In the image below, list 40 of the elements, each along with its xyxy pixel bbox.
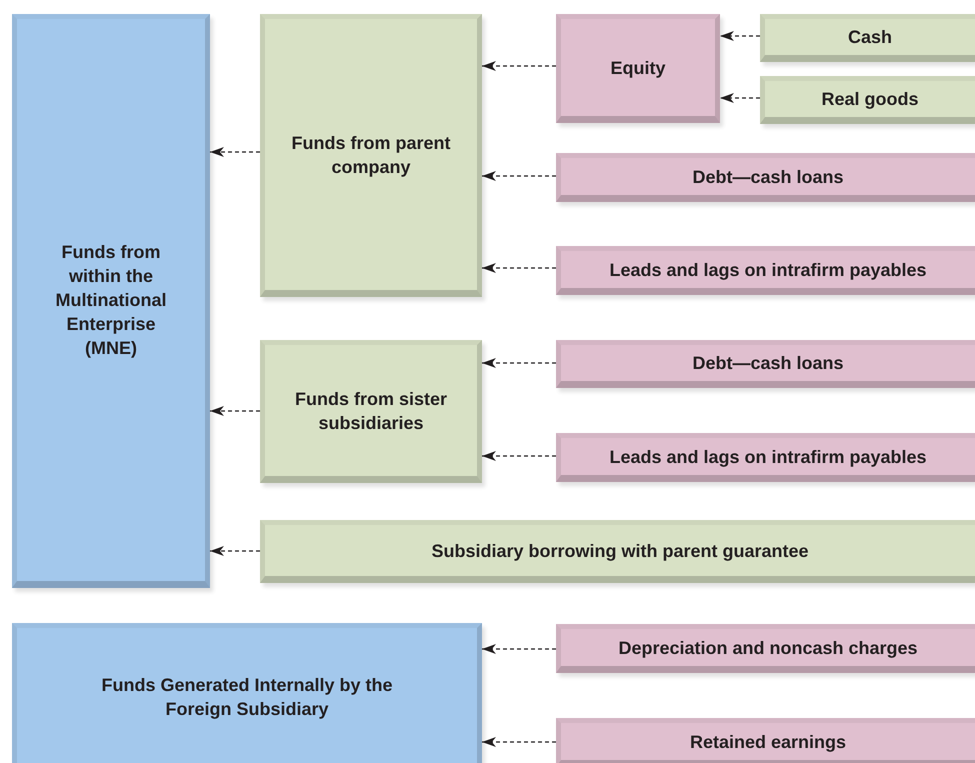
node-label: Depreciation and noncash charges bbox=[618, 636, 918, 660]
process-box bbox=[260, 14, 482, 297]
node-label: Leads and lags on intrafirm payables bbox=[609, 446, 927, 468]
arrow bbox=[210, 546, 260, 556]
process-box bbox=[556, 624, 975, 673]
node-label: Retained earnings bbox=[690, 730, 846, 754]
arrow bbox=[482, 61, 556, 71]
node-label: Real goods bbox=[821, 88, 918, 111]
arrow bbox=[482, 171, 556, 181]
arrow bbox=[210, 406, 260, 416]
process-box bbox=[12, 623, 482, 763]
arrow bbox=[482, 644, 556, 654]
arrow bbox=[482, 737, 556, 747]
arrow bbox=[482, 451, 556, 461]
arrow bbox=[720, 93, 760, 103]
node-label: Funds Generated Internally by the Foreign Subsidiary bbox=[100, 674, 394, 721]
process-box bbox=[556, 14, 720, 123]
process-box bbox=[556, 718, 975, 763]
process-box bbox=[556, 246, 975, 295]
node-label: Debt—cash loans bbox=[692, 166, 844, 188]
process-box bbox=[556, 153, 975, 202]
node-label: Leads and lags on intrafirm payables bbox=[609, 258, 927, 282]
process-box bbox=[556, 340, 975, 388]
arrow bbox=[210, 147, 260, 157]
node-label: Equity bbox=[610, 56, 666, 80]
node-label: Debt—cash loans bbox=[692, 352, 844, 375]
node-label: Funds from sister subsidiaries bbox=[294, 388, 448, 434]
process-box bbox=[760, 76, 975, 124]
node-label: Funds from within the Multinational Enterprise (MNE) bbox=[54, 241, 168, 360]
process-box bbox=[260, 520, 975, 583]
node-label: Subsidiary borrowing with parent guarantee bbox=[431, 540, 809, 562]
process-box bbox=[760, 14, 975, 62]
node-label: Funds from parent company bbox=[290, 132, 452, 178]
process-box bbox=[260, 340, 482, 483]
arrow bbox=[720, 31, 760, 41]
process-box bbox=[556, 433, 975, 482]
node-label: Cash bbox=[848, 26, 892, 49]
process-box bbox=[12, 14, 210, 588]
arrow bbox=[482, 358, 556, 368]
arrow bbox=[482, 263, 556, 273]
